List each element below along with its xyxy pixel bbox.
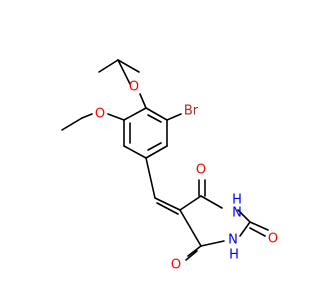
pyr-bond-c2-n3 [239,221,251,237]
molecule-diagram: Br O O O O O H N N H [61,59,278,273]
bond-ethyl-ch3 [61,117,83,131]
atom-o-isopropoxy: O [129,80,139,95]
bond-isopropyl-right [117,59,140,73]
bond-ethyl-ch2 [81,113,93,119]
ring-inner-2 [147,142,162,151]
bond-isopropyl-o [117,59,131,85]
ring-bond-6 [123,107,147,121]
atom-o-c2: O [268,232,278,247]
pyr-bond-c5-c6 [179,195,202,211]
ring-bond-1 [145,107,168,121]
pyr-bond-c6-n1 [200,195,223,209]
bond-o-ring-top [139,93,147,109]
bond-c2-o [249,221,269,231]
atom-n1: N [232,206,242,221]
bond-ring-br [166,113,182,121]
ring-bond-4 [123,145,147,159]
bond-ethoxy-ring [107,113,125,121]
atom-n3-h: H [229,248,239,263]
bond-c4-o-double [185,250,198,261]
bond-ring-ch [145,157,156,199]
bond-ch-c5-double [156,202,179,215]
bond-c4-o [187,245,202,257]
atom-n1-h: H [232,193,242,208]
pyr-bond-n1-c2 [237,209,251,223]
ring-inner-1 [147,114,162,123]
bond-isopropyl-left [98,59,119,73]
pyr-bond-n3-c4 [200,240,225,247]
structure-canvas: Br O O O O O H N N H [61,59,278,273]
atom-n3: N [228,233,238,248]
pyr-bond-c4-c5 [179,209,202,247]
bond-c2-o-double [249,227,266,237]
atom-o-c6: O [196,163,206,178]
ring-bond-3 [145,145,168,159]
atom-o-ethoxy: O [95,107,105,122]
bond-ch-c5 [154,197,181,211]
atom-o-c4: O [171,258,181,273]
atom-br: Br [184,104,199,119]
